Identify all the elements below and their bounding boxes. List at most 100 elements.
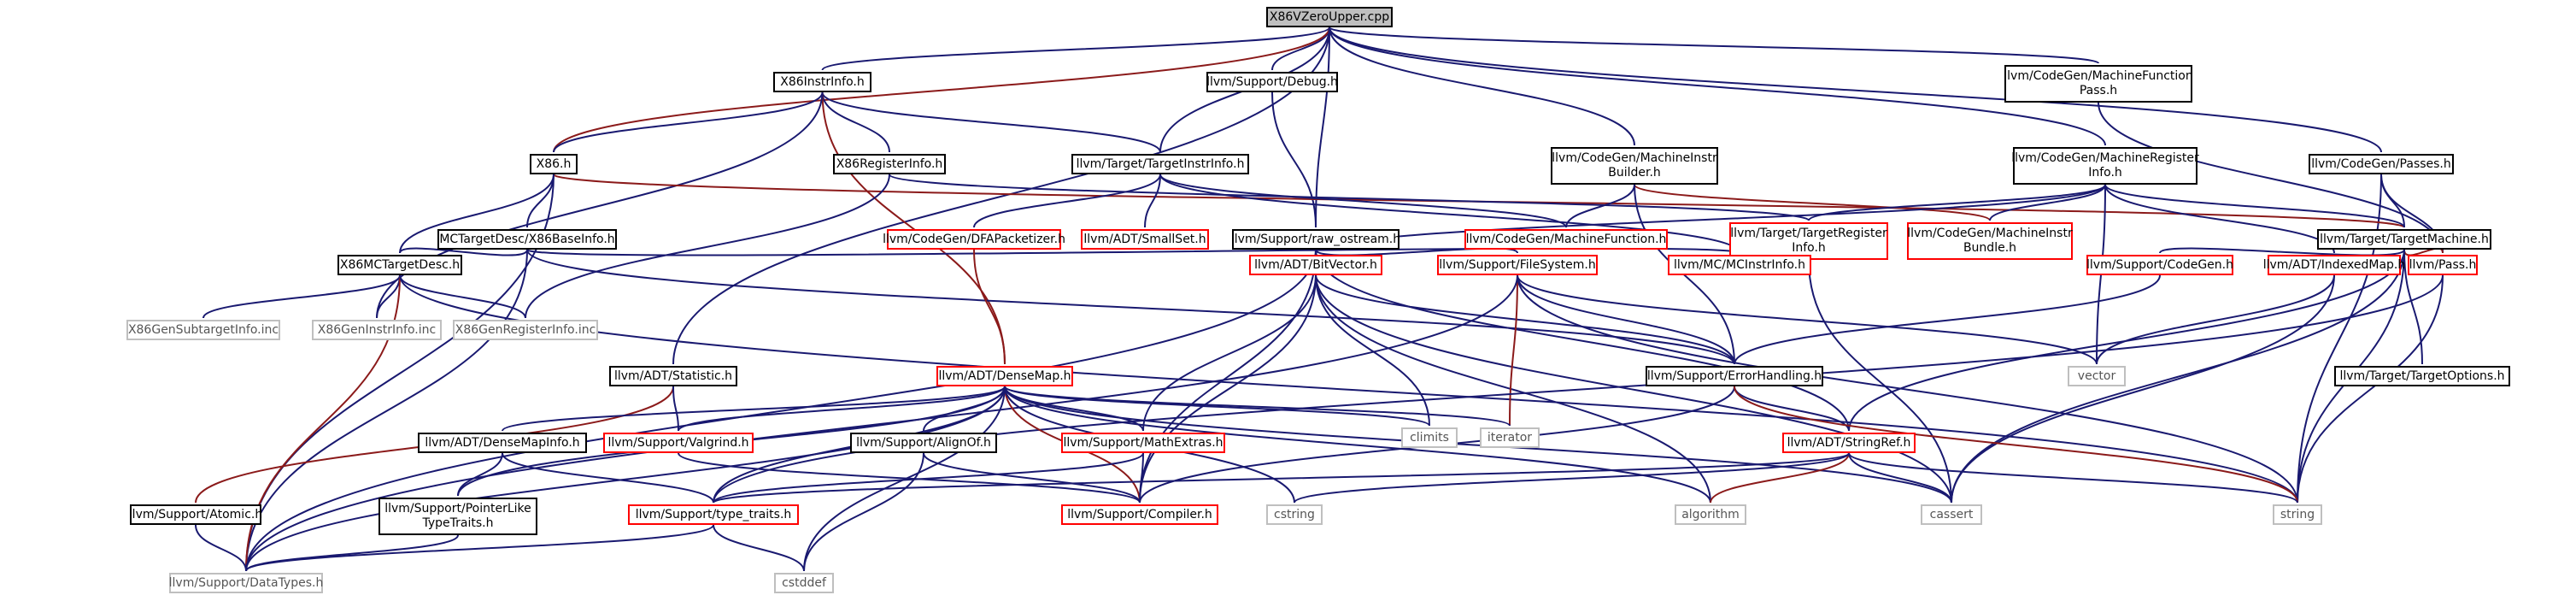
edge-typetraits-to-cstddef [713,524,805,572]
edge-mri-to-tri [1808,184,2106,221]
node-label: cstring [1274,507,1315,521]
edge-errhandling-to-stringref [1734,386,1850,432]
node-tri[interactable]: llvm/Target/TargetRegister Info.h [1729,222,1888,260]
node-label: X86GenRegisterInfo.inc [455,322,596,337]
node-mathextras[interactable]: llvm/Support/MathExtras.h [1061,433,1225,453]
node-bitvector[interactable]: llvm/ADT/BitVector.h [1249,255,1382,275]
node-alignof[interactable]: llvm/Support/AlignOf.h [850,433,997,453]
node-label: X86InstrInfo.h [780,74,865,89]
edge-x86mcdesc-to-reginc [399,274,526,319]
edge-densemap-to-algorithm [1004,386,1711,504]
node-label: string [2280,507,2315,521]
node-label: climits [1410,430,1449,445]
edge-x86baseinfo-to-datatypes [245,249,528,572]
edge-pass-to-string [2297,274,2444,504]
node-ptrlike[interactable]: llvm/Support/PointerLike TypeTraits.h [378,498,537,535]
node-label: llvm/Support/MathExtras.h [1063,435,1223,450]
edge-indexedmap-to-vector [2096,274,2335,365]
node-x86mcdesc[interactable]: X86MCTargetDesc.h [337,255,462,275]
edge-typetraits-to-datatypes [245,524,714,572]
edge-root-to-mfpass [1329,27,2099,64]
edge-mri-to-tm [2104,184,2405,228]
node-mf[interactable]: llvm/CodeGen/MachineFunction.h [1464,229,1668,250]
node-filesystem[interactable]: llvm/Support/FileSystem.h [1437,255,1598,275]
edge-mri-to-mibundle [1989,184,2106,221]
node-climits: climits [1401,427,1458,448]
edge-tm-to-pass [2403,247,2444,256]
node-label: llvm/ADT/IndexedMap.h [2262,257,2406,272]
edge-filesystem-to-errhandling [1517,274,1735,365]
node-x86h[interactable]: X86.h [530,154,578,174]
edge-x86instrinfo-to-tii [821,91,1161,153]
node-codegen[interactable]: llvm/Support/CodeGen.h [2086,255,2233,275]
edge-root-to-x86instrinfo [821,27,1330,71]
node-mfpass[interactable]: llvm/CodeGen/MachineFunction Pass.h [2004,65,2193,103]
edge-x86instrinfo-to-densemap [821,91,1006,365]
edge-stringref-to-algorithm [1710,452,1850,504]
node-targetoptions[interactable]: llvm/Target/TargetOptions.h [2334,366,2510,386]
node-indexedmap[interactable]: llvm/ADT/IndexedMap.h [2263,255,2405,275]
node-x86baseinfo[interactable]: MCTargetDesc/X86BaseInfo.h [437,229,617,250]
edge-filesystem-to-string [1517,274,2298,504]
node-root[interactable]: X86VZeroUpper.cpp [1266,7,1393,27]
edge-bitvector-to-compiler [1139,274,1317,504]
node-debug[interactable]: llvm/Support/Debug.h [1206,72,1338,92]
node-label: llvm/CodeGen/MachineFunction Pass.h [2004,69,2193,97]
node-mri[interactable]: llvm/CodeGen/MachineRegister Info.h [2011,147,2199,185]
node-label: llvm/Support/Debug.h [1206,74,1338,89]
node-label: cassert [1929,507,1974,521]
edge-mib-to-mibundle [1634,184,1991,221]
node-compiler[interactable]: llvm/Support/Compiler.h [1061,504,1218,525]
node-label: llvm/Pass.h [2409,257,2477,272]
node-cstddef: cstddef [774,573,834,593]
node-label: llvm/Support/CodeGen.h [2086,257,2233,272]
edge-x86reginfo-to-reginc [525,174,890,319]
node-typetraits[interactable]: llvm/Support/type_traits.h [628,504,799,525]
node-smallset[interactable]: llvm/ADT/SmallSet.h [1081,229,1209,250]
node-x86instrinfo[interactable]: X86InstrInfo.h [773,72,871,92]
edge-bitvector-to-algorithm [1315,274,1711,504]
edge-stringref-to-cassert [1848,452,1952,504]
node-label: llvm/ADT/Statistic.h [613,368,733,383]
node-label: llvm/Target/TargetRegister Info.h [1730,227,1887,255]
node-errhandling[interactable]: llvm/Support/ErrorHandling.h [1646,366,1823,386]
node-tii[interactable]: llvm/Target/TargetInstrInfo.h [1071,154,1249,174]
edge-passes-to-string [2297,174,2382,504]
node-pass[interactable]: llvm/Pass.h [2408,255,2478,275]
edge-rawos-to-datatypes [245,249,1317,572]
node-mibundle[interactable]: llvm/CodeGen/MachineInstr Bundle.h [1907,222,2073,260]
node-stringref[interactable]: llvm/ADT/StringRef.h [1782,433,1916,453]
node-valgrind[interactable]: llvm/Support/Valgrind.h [603,433,754,453]
node-passes[interactable]: llvm/CodeGen/Passes.h [2309,154,2454,174]
node-label: llvm/Support/ErrorHandling.h [1646,368,1822,383]
node-datatypes: llvm/Support/DataTypes.h [169,573,323,593]
node-label: iterator [1487,430,1533,445]
node-dfa[interactable]: llvm/CodeGen/DFAPacketizer.h [883,229,1065,250]
edge-valgrind-to-compiler [678,452,1141,504]
edge-stringref-to-string [1848,452,2298,504]
edge-densemap-to-datatypes [245,386,1006,572]
node-mcinstrinfo[interactable]: llvm/MC/MCInstrInfo.h [1668,255,1811,275]
node-label: llvm/Support/PointerLike TypeTraits.h [384,502,531,530]
node-rawos[interactable]: llvm/Support/raw_ostream.h [1231,229,1400,250]
node-x86reginfo[interactable]: X86RegisterInfo.h [833,154,946,174]
edge-densemap-to-densemapinfo [502,386,1006,432]
edge-x86instrinfo-to-instrinc [376,91,824,319]
edge-rawos-to-stringref [1315,249,1850,432]
edge-errhandling-to-string [1734,386,2298,504]
node-densemap[interactable]: llvm/ADT/DenseMap.h [936,366,1073,386]
edge-densemap-to-cassert [1004,386,1952,504]
edge-stringref-to-typetraits [713,452,1850,504]
node-statistic[interactable]: llvm/ADT/Statistic.h [609,366,737,386]
edge-tii-to-dfa [973,174,1161,228]
node-tm[interactable]: llvm/Target/TargetMachine.h [2317,229,2491,250]
node-mib[interactable]: llvm/CodeGen/MachineInstr Builder.h [1551,147,1718,185]
edge-bitvector-to-errhandling [1315,274,1735,365]
node-densemapinfo[interactable]: llvm/ADT/DenseMapInfo.h [418,433,587,453]
edge-tm-to-codegen [2159,247,2405,256]
node-reginc: X86GenRegisterInfo.inc [453,320,598,340]
node-atomic[interactable]: llvm/Support/Atomic.h [129,504,262,525]
edge-x86mcdesc-to-subtargetinc [202,274,401,319]
edge-densemapinfo-to-ptrlike [457,452,503,497]
edge-x86baseinfo-to-errhandling [526,249,1735,365]
